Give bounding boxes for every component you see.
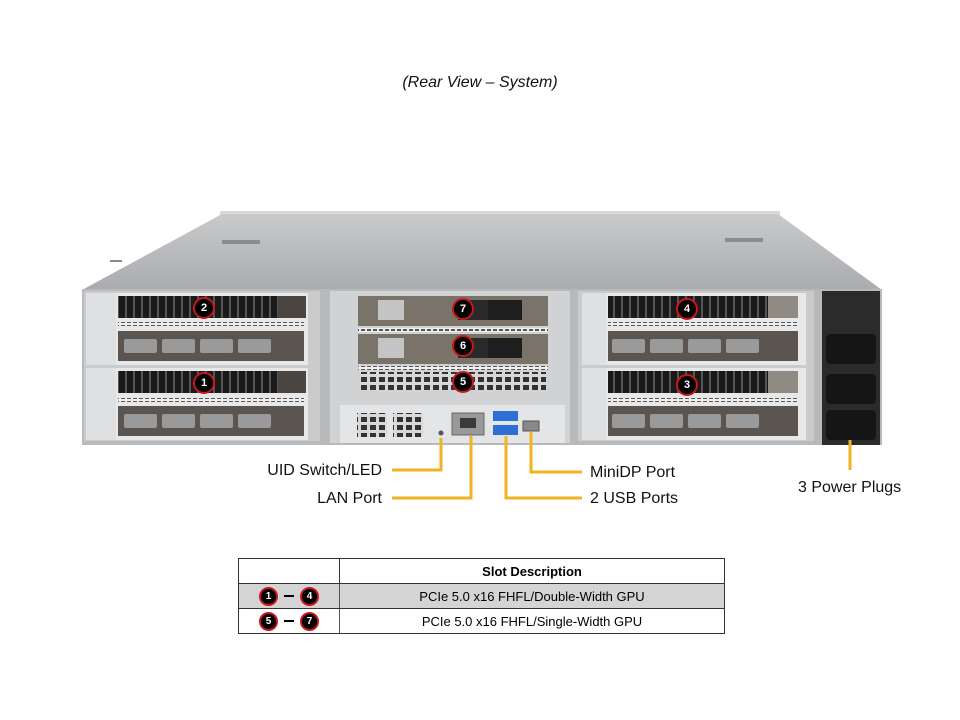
power-plug-2[interactable] [826,374,876,404]
range-dash [284,620,294,622]
power-plug-1[interactable] [826,334,876,364]
chassis-lid [82,211,882,290]
callout-minidp-port: MiniDP Port [590,464,676,481]
slot-description: PCIe 5.0 x16 FHFL/Single-Width GPU [339,608,725,634]
callout-line-lan [392,436,473,500]
callout-power-plugs: 3 Power Plugs [798,479,902,496]
power-supply-unit [822,291,880,445]
slot-badge-2: 2 [193,297,215,319]
gpu-bay-right [578,291,814,441]
slot-badge-1: 1 [193,372,215,394]
slot-badge-to: 7 [300,611,319,631]
minidp-port[interactable] [522,420,540,432]
callout-line-usb [504,436,582,500]
gpu-bay-left [84,291,320,441]
table-header-blank [238,558,340,584]
slot-description: PCIe 5.0 x16 FHFL/Double-Width GPU [339,583,725,609]
slot-badge-to: 4 [300,586,319,606]
callout-line-uid [392,438,443,472]
slot-badge-3: 3 [676,374,698,396]
callout-usb-ports: 2 USB Ports [590,490,679,507]
slot-badge-4: 4 [676,298,698,320]
callout-lines [392,432,852,500]
slot-badge-7: 7 [452,298,474,320]
table-header-row: Slot Description [238,558,725,584]
slot-badge-5: 5 [452,371,474,393]
range-dash [284,595,294,597]
slot-badge-6: 6 [452,335,474,357]
slot-badge-from: 1 [259,586,278,606]
power-plug-3[interactable] [826,410,876,440]
table-header-slot-description: Slot Description [339,558,725,584]
slot-badge-from: 5 [259,611,278,631]
callout-uid-switch-led: UID Switch/LED [267,462,382,479]
uid-led[interactable] [438,430,444,436]
usb-port-2[interactable] [493,425,518,435]
usb-port-1[interactable] [493,411,518,421]
diagram-title: (Rear View – System) [402,74,558,91]
callout-line-minidp [529,432,582,474]
center-io-module [330,291,570,443]
callout-lan-port: LAN Port [317,490,382,507]
